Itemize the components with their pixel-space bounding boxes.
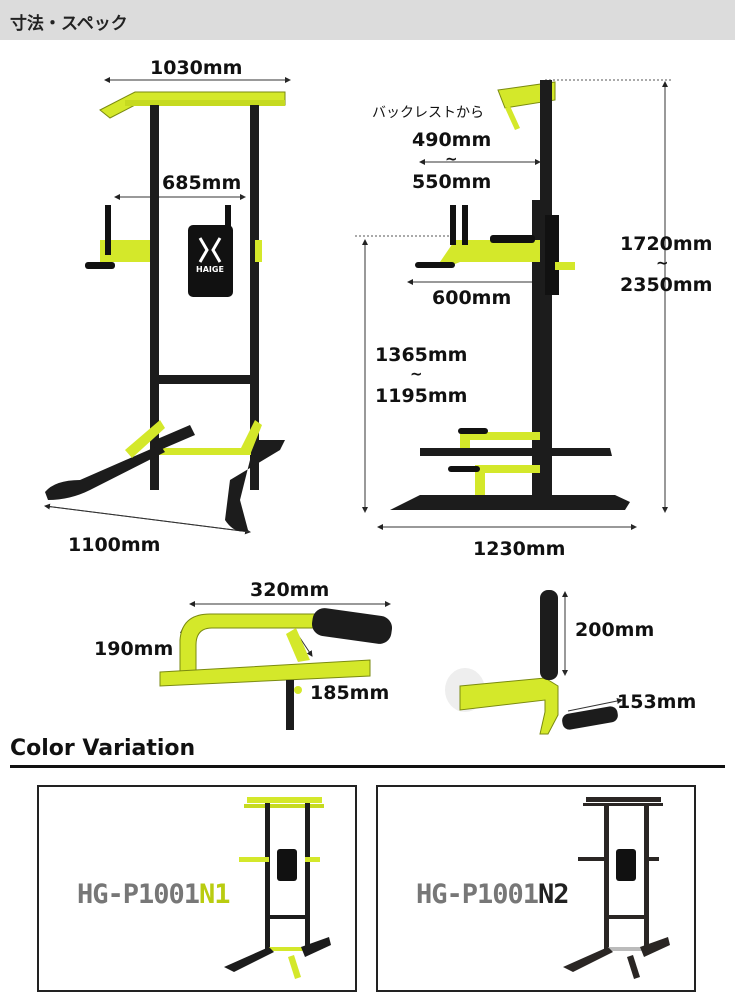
section-title: 寸法・スペック [10,14,128,34]
front-view: HAIGE [44,77,291,535]
top-width-label: 1030mm [150,57,243,79]
brand-logo: HAIGE [196,265,224,274]
total-height-min-label: 1720mm [620,233,713,255]
variant-card-n2[interactable]: HG-P1001N2 [376,785,696,992]
backrest-label: バックレストから [372,105,484,121]
dip-height-min-label: 1195mm [375,385,468,407]
dip-width-label: 685mm [162,172,242,194]
backrest-min-label: 490mm [412,129,492,151]
model-name-n1: HG-P1001N1 [77,879,231,910]
base-width-label: 1100mm [68,534,161,556]
base-depth-label: 1230mm [473,538,566,560]
dip-handle-detail [445,590,623,735]
variant-image-n1 [224,797,331,979]
divider [10,765,725,768]
dip-handle-length-label: 153mm [617,691,697,713]
color-variation-title: Color Variation [10,736,196,761]
dip-height-max-label: 1365mm [375,344,468,366]
variant-image-n2 [563,797,670,979]
backrest-max-label: 550mm [412,171,492,193]
grip-angle-label: 185mm [310,682,390,704]
model-name-n2: HG-P1001N2 [416,879,570,910]
grip-detail [159,601,393,730]
grip-width-label: 320mm [250,579,330,601]
grip-height-label: 190mm [94,638,174,660]
dip-handle-height-label: 200mm [575,619,655,641]
total-height-max-label: 2350mm [620,274,713,296]
section-header: 寸法・スペック [0,0,735,40]
dip-depth-label: 600mm [432,287,512,309]
variant-card-n1[interactable]: HG-P1001N1 [37,785,357,992]
side-view [355,79,672,530]
tilde-1: ~ [445,150,458,168]
tilde-3: ~ [656,254,669,272]
tilde-2: ~ [410,365,423,383]
